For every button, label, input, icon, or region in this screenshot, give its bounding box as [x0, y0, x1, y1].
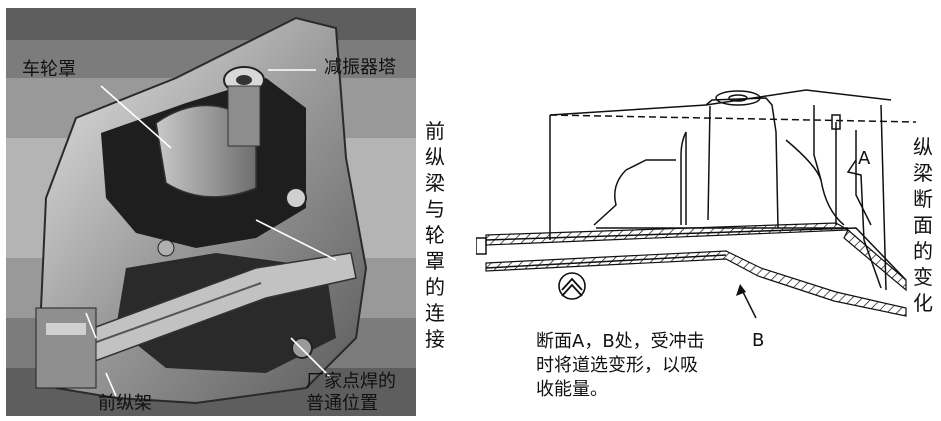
caption-char: 梁 [425, 171, 445, 195]
caption-char: 断 [913, 187, 933, 211]
caption-char: 面 [913, 213, 933, 237]
left-side-caption: 前 纵 梁 与 轮 罩 的 连 接 [424, 118, 446, 352]
wheel-house-label: 车轮罩 [22, 59, 76, 80]
shock-tower-label: 减振器塔 [324, 57, 396, 78]
caption-char: 变 [913, 265, 933, 289]
caption-char: 与 [425, 197, 445, 221]
caption-char: 的 [425, 275, 445, 299]
caption-char: 前 [425, 119, 445, 143]
caption-line: 断面A，B处，受冲击 [536, 331, 705, 352]
caption-line: 收能量。 [536, 379, 608, 400]
vehicle-frame-photo: 车轮罩 减振器塔 前纵架 厂家点焊的 普通位置 [6, 8, 416, 416]
frame-photo-graphic [6, 8, 416, 416]
caption-line: 时将道选变形，以吸 [536, 355, 698, 376]
rail-section-diagram [476, 89, 916, 319]
right-side-caption: 纵 梁 断 面 的 变 化 [912, 134, 934, 316]
section-a-label: A [858, 148, 871, 169]
front-rail-label: 前纵架 [98, 393, 152, 414]
section-b-label: B [752, 330, 765, 351]
caption-char: 接 [425, 327, 445, 351]
weld-points-label-line1: 厂家点焊的 [306, 371, 396, 392]
caption-char: 纵 [913, 135, 933, 159]
caption-char: 连 [425, 301, 445, 325]
caption-char: 的 [913, 239, 933, 263]
caption-char: 梁 [913, 161, 933, 185]
caption-char: 纵 [425, 145, 445, 169]
caption-char: 罩 [425, 249, 445, 273]
section-caption: 断面A，B处，受冲击 时将道选变形，以吸 收能量。 [536, 330, 736, 402]
caption-char: 轮 [425, 223, 445, 247]
caption-char: 化 [913, 291, 933, 315]
weld-points-label-line2: 普通位置 [306, 393, 378, 414]
section-view-icon [558, 272, 586, 300]
